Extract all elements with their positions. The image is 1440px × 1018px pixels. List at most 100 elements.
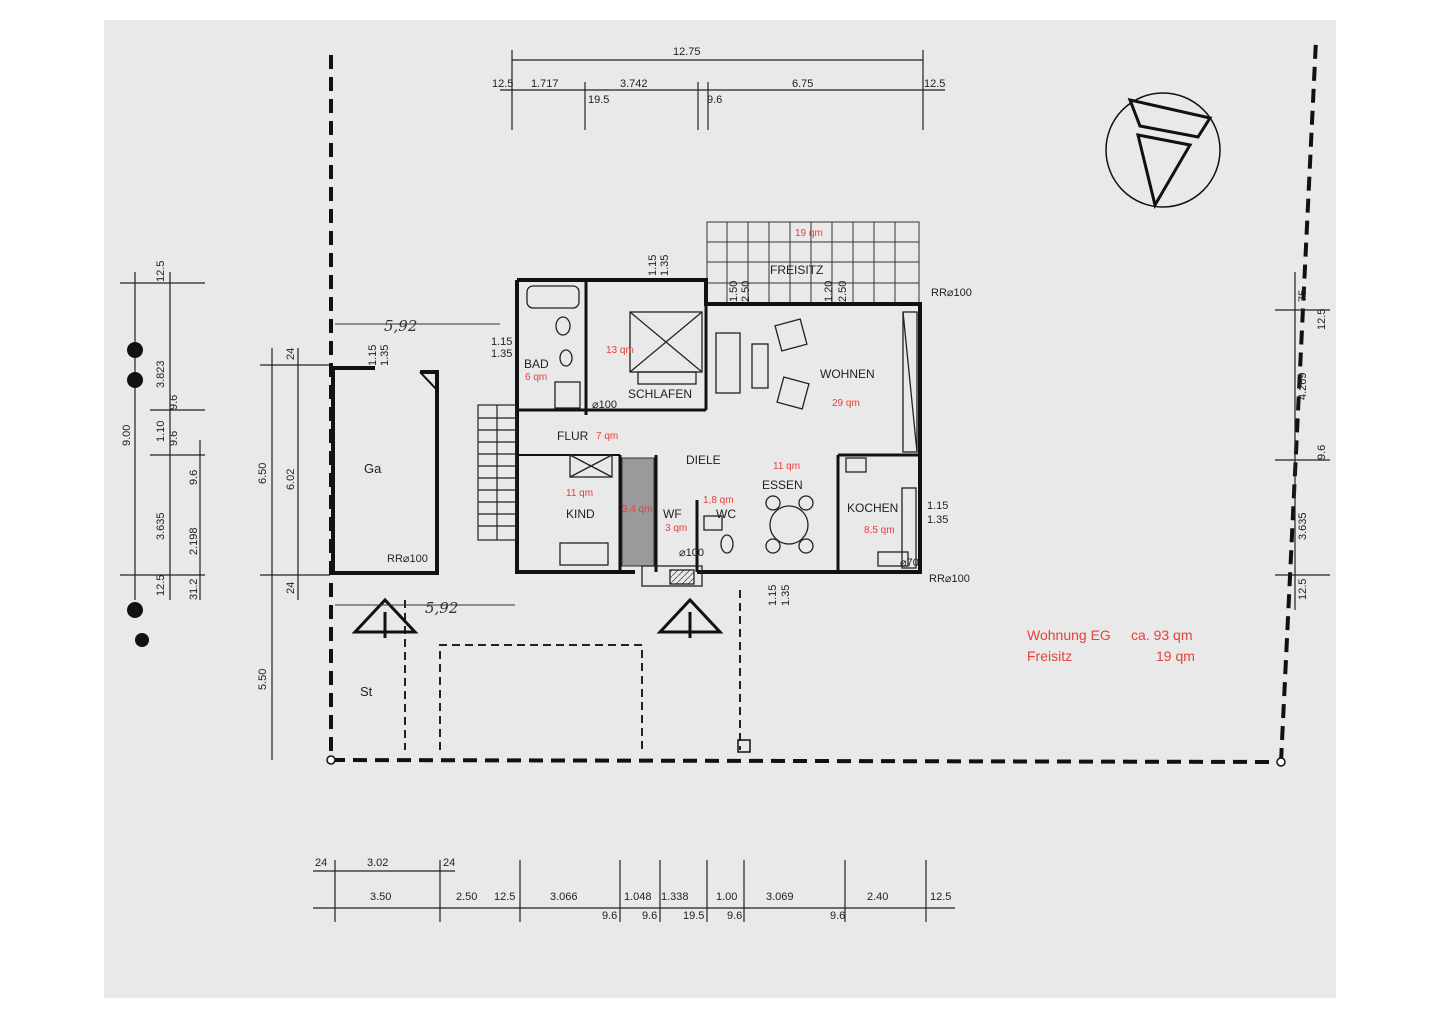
dim-inner-sch-2: 1.35: [659, 255, 671, 276]
area-bad: 6 qm: [525, 372, 547, 383]
fixture-rr-freisitz: RR⌀100: [931, 287, 972, 299]
dim-right-f: 12.5: [1297, 579, 1309, 600]
dim-bottom-s1: 3.50: [370, 891, 391, 903]
room-kind: KIND: [566, 507, 595, 521]
dim-left-a: 12.5: [155, 261, 167, 282]
dim-right-e: 3.635: [1297, 512, 1309, 540]
legend-freisitz-value: 19 qm: [1156, 648, 1195, 664]
dim-left-i: 9.6: [188, 470, 200, 485]
fixture-rr-kitchen: RR⌀100: [929, 573, 970, 585]
dim-inner-fs-3: 1.20: [823, 281, 835, 302]
dim-bottom-g2: 3.02: [367, 857, 388, 869]
dim-left-l: 6.50: [257, 463, 269, 484]
dim-bottom-g1: 24: [315, 857, 327, 869]
bottom-dimensions: [313, 860, 955, 922]
dim-left-c: 9.6: [168, 395, 180, 410]
room-garage: Ga: [364, 461, 382, 476]
carport: [404, 590, 741, 750]
dim-inner-bad-1: 1.15: [491, 336, 512, 348]
dim-bottom-s2: 2.50: [456, 891, 477, 903]
dim-bottom-s3: 12.5: [494, 891, 515, 903]
room-schlafen: SCHLAFEN: [628, 387, 692, 401]
dim-inner-bad-2: 1.35: [491, 348, 512, 360]
entrance-arrows: [351, 597, 724, 638]
punch-holes: [127, 342, 149, 647]
dim-bottom-s6: 1.338: [661, 891, 689, 903]
dim-bottom-t2: 9.6: [642, 910, 657, 922]
dim-bottom-s4: 3.066: [550, 891, 578, 903]
dim-left-o: 24: [285, 582, 297, 594]
dim-top-b: 1.717: [531, 78, 559, 90]
room-kochen: KOCHEN: [847, 501, 898, 515]
dim-top-g: 9.6: [707, 94, 722, 106]
dim-bottom-t4: 9.6: [727, 910, 742, 922]
room-essen: ESSEN: [762, 478, 803, 492]
handwritten-bottom: 5,92: [425, 599, 458, 617]
building-walls: [515, 278, 922, 574]
room-wc: WC: [716, 507, 736, 521]
dim-inner-ga-1: 1.15: [367, 345, 379, 366]
dim-bottom-s9: 2.40: [867, 891, 888, 903]
room-stellplatz: St: [360, 684, 373, 699]
dim-bottom-s10: 12.5: [930, 891, 951, 903]
dim-top-e: 12.5: [924, 78, 945, 90]
furniture: [526, 285, 918, 587]
dim-bottom-t5: 9.6: [830, 910, 845, 922]
right-dimensions: [1275, 272, 1330, 610]
area-wc: 1,8 qm: [703, 495, 734, 506]
dim-left-e: 9.6: [168, 431, 180, 446]
dim-left-n: 24: [285, 348, 297, 360]
dim-left-j: 2.198: [188, 527, 200, 555]
dim-inner-es-2: 1.35: [780, 585, 792, 606]
storage-area: [621, 457, 655, 567]
dim-inner-sch-1: 1.15: [647, 255, 659, 276]
dim-top-d: 6.75: [792, 78, 813, 90]
dim-bottom-s8: 3.069: [766, 891, 794, 903]
room-bad: BAD: [524, 357, 549, 371]
dim-right-a: 75: [1297, 290, 1309, 302]
garage-walls: [331, 366, 439, 575]
dim-inner-ga-2: 1.35: [379, 345, 391, 366]
fixture-pipe-kitchen: ⌀70: [900, 557, 919, 569]
dim-bottom-t3: 19.5: [683, 910, 704, 922]
dim-inner-ko-1: 1.15: [927, 500, 948, 512]
dim-inner-fs-4: 2.50: [837, 281, 849, 302]
stairs: [477, 404, 517, 541]
room-wohnen: WOHNEN: [820, 367, 875, 381]
dim-bottom-g3: 24: [443, 857, 455, 869]
dim-bottom-t1: 9.6: [602, 910, 617, 922]
room-flur: FLUR: [557, 429, 589, 443]
room-freisitz: FREISITZ: [770, 263, 823, 277]
area-wohnen: 29 qm: [832, 398, 860, 409]
area-kind: 11 qm: [566, 488, 593, 499]
fixture-pipe-bad: ⌀100: [592, 399, 617, 411]
north-arrow-icon: [1105, 92, 1221, 209]
area-abstell: 3,4 qm: [622, 504, 653, 515]
area-schlafen: 13 qm: [606, 345, 634, 356]
fixture-rr-garage: RR⌀100: [387, 553, 428, 565]
dim-bottom-s7: 1.00: [716, 891, 737, 903]
area-freisitz: 19 qm: [795, 228, 823, 239]
left-dimensions: [120, 272, 330, 760]
dim-left-f: 3.635: [155, 512, 167, 540]
dim-left-k: 31.2: [188, 579, 200, 600]
legend-freisitz-label: Freisitz: [1027, 648, 1072, 664]
dim-right-d: 9.6: [1316, 445, 1328, 460]
dim-left-b: 3.823: [155, 360, 167, 388]
top-dimensions: [500, 50, 945, 130]
dim-top-c: 3.742: [620, 78, 648, 90]
area-flur: 7 qm: [596, 431, 618, 442]
dim-right-b: 12.5: [1316, 309, 1328, 330]
fixture-pipe-wf: ⌀100: [679, 547, 704, 559]
handwritten-top: 5,92: [384, 317, 417, 335]
dim-left-d: 1.10: [155, 421, 167, 442]
plan-sheet: [104, 20, 1336, 998]
dim-inner-fs-2: 2.50: [740, 281, 752, 302]
room-diele: DIELE: [686, 453, 721, 467]
dim-inner-es-1: 1.15: [767, 585, 779, 606]
area-kochen: 8,5 qm: [864, 525, 895, 536]
legend-wohnung-value: ca. 93 qm: [1131, 627, 1192, 643]
area-wf: 3 qm: [665, 523, 687, 534]
dim-right-c: 4.269: [1297, 372, 1309, 400]
